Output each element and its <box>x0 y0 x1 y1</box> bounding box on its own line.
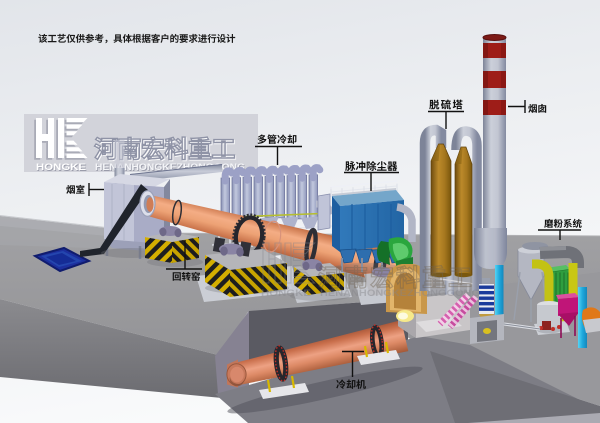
svg-text:HENANHONGKEZHONGGONG: HENANHONGKEZHONGGONG <box>320 288 480 298</box>
svg-text:HONGKE: HONGKE <box>37 163 88 174</box>
svg-text:HONGKE: HONGKE <box>36 162 87 173</box>
svg-text:HENANHONGKEZHONGGONG: HENANHONGKEZHONGGONG <box>96 163 246 174</box>
svg-text:HENANHONGKEZHONGGONG: HENANHONGKEZHONGGONG <box>95 162 245 173</box>
svg-text:HONGKE: HONGKE <box>261 288 311 298</box>
